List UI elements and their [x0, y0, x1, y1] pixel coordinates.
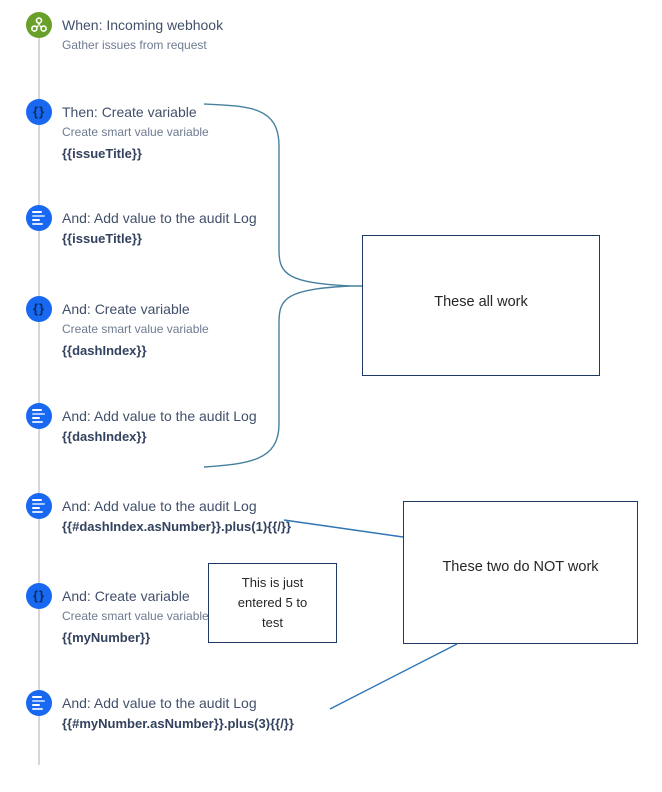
rule-step-create-variable-mynumber[interactable]: {} And: Create variable Create smart val… — [26, 583, 209, 648]
step-title: When: Incoming webhook — [62, 17, 224, 33]
pointer-line-dashindex — [283, 519, 404, 538]
smart-value: {{issueTitle}} — [62, 146, 142, 161]
smart-value: {{dashIndex}} — [62, 429, 147, 444]
annotation-box-these-all-work: These all work — [362, 235, 600, 376]
rule-step-audit-log-dashindex[interactable]: And: Add value to the audit Log {{dashIn… — [26, 403, 257, 447]
audit-log-icon — [26, 403, 52, 429]
step-title: Then: Create variable — [62, 104, 197, 120]
annotation-text: These all work — [434, 293, 528, 310]
smart-value: {{#dashIndex.asNumber}}.plus(1){{/}} — [62, 519, 292, 534]
braces-icon: {} — [26, 583, 52, 609]
smart-value: {{#myNumber.asNumber}}.plus(3){{/}} — [62, 716, 294, 731]
audit-log-icon — [26, 205, 52, 231]
rule-timeline-connector — [38, 25, 40, 765]
braces-icon: {} — [26, 296, 52, 322]
rule-step-trigger-webhook[interactable]: When: Incoming webhook Gather issues fro… — [26, 12, 223, 56]
pointer-line-mynumber — [329, 643, 458, 710]
rule-step-create-variable-issuetitle[interactable]: {} Then: Create variable Create smart va… — [26, 99, 209, 164]
audit-log-icon — [26, 493, 52, 519]
rule-step-create-variable-dashindex[interactable]: {} And: Create variable Create smart val… — [26, 296, 209, 361]
rule-step-audit-log-issuetitle[interactable]: And: Add value to the audit Log {{issueT… — [26, 205, 257, 249]
braces-icon: {} — [26, 99, 52, 125]
step-title: And: Add value to the audit Log — [62, 498, 257, 514]
step-title: And: Create variable — [62, 301, 190, 317]
step-title: And: Create variable — [62, 588, 190, 604]
step-title: And: Add value to the audit Log — [62, 210, 257, 226]
annotation-text: This is just entered 5 to test — [237, 575, 308, 630]
rule-step-audit-log-dashindex-plus[interactable]: And: Add value to the audit Log {{#dashI… — [26, 493, 291, 537]
step-title: And: Add value to the audit Log — [62, 408, 257, 424]
audit-log-icon — [26, 690, 52, 716]
smart-value: {{dashIndex}} — [62, 343, 147, 358]
smart-value: {{myNumber}} — [62, 630, 151, 645]
annotation-box-test-note: This is just entered 5 to test — [208, 563, 337, 643]
step-title: And: Add value to the audit Log — [62, 695, 257, 711]
step-subtitle: Create smart value variable — [62, 609, 209, 623]
rule-step-audit-log-mynumber-plus[interactable]: And: Add value to the audit Log {{#myNum… — [26, 690, 294, 734]
step-subtitle: Create smart value variable — [62, 322, 209, 336]
step-subtitle: Gather issues from request — [62, 38, 207, 52]
step-subtitle: Create smart value variable — [62, 125, 209, 139]
smart-value: {{issueTitle}} — [62, 231, 142, 246]
annotation-box-these-do-not-work: These two do NOT work — [403, 501, 638, 644]
webhook-icon — [26, 12, 52, 38]
annotation-text: These two do NOT work — [442, 558, 599, 575]
